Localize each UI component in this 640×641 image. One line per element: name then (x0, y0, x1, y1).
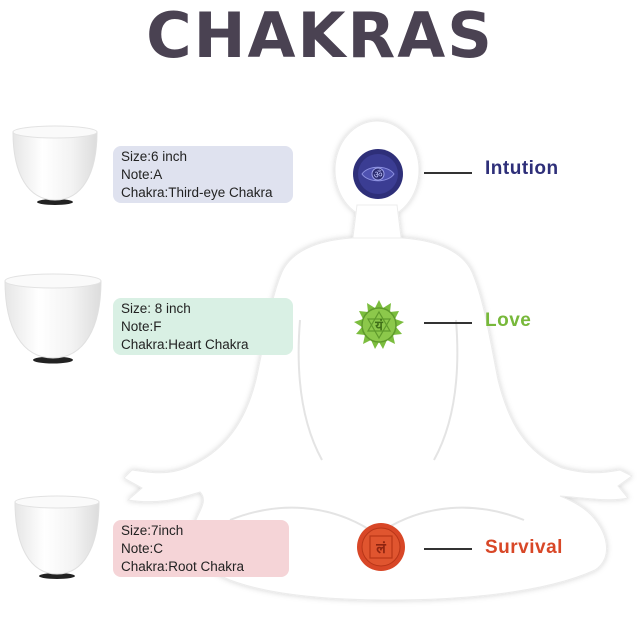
third-eye-chakra-icon: ॐ (353, 149, 403, 199)
bowl-size: Size:6 inch (121, 149, 188, 164)
svg-text:यं: यं (374, 318, 383, 334)
label-survival: Survival (485, 537, 563, 558)
heart-chakra-icon: यं (354, 300, 404, 349)
crystal-bowl-small (12, 125, 98, 205)
bowl-note: Note:C (121, 541, 164, 556)
root-chakra-icon: लं (357, 523, 405, 571)
label-intuition: Intution (485, 158, 559, 179)
crystal-bowl-large (4, 273, 102, 364)
bowl-note: Note:F (121, 319, 162, 334)
svg-text:लं: लं (375, 541, 386, 557)
crystal-bowl-medium (14, 495, 100, 579)
leader-line-love (424, 322, 472, 324)
bowl-info-panel-root: Size:7inch Note:C Chakra:Root Chakra (113, 520, 289, 577)
bowl-chakra: Chakra:Heart Chakra (121, 337, 249, 352)
leader-line-survival (424, 548, 472, 550)
bowl-size: Size: 8 inch (121, 301, 191, 316)
bowl-chakra: Chakra:Third-eye Chakra (121, 185, 273, 200)
bowl-chakra: Chakra:Root Chakra (121, 559, 245, 574)
page-title: CHAKRAS (146, 0, 494, 72)
bowl-info-panel-third-eye: Size:6 inch Note:A Chakra:Third-eye Chak… (113, 146, 293, 203)
svg-text:ॐ: ॐ (373, 169, 382, 181)
bowl-size: Size:7inch (121, 523, 184, 538)
leader-line-intuition (424, 172, 472, 174)
bowl-info-panel-heart: Size: 8 inch Note:F Chakra:Heart Chakra (113, 298, 293, 355)
bowl-note: Note:A (121, 167, 163, 182)
label-love: Love (485, 310, 532, 331)
